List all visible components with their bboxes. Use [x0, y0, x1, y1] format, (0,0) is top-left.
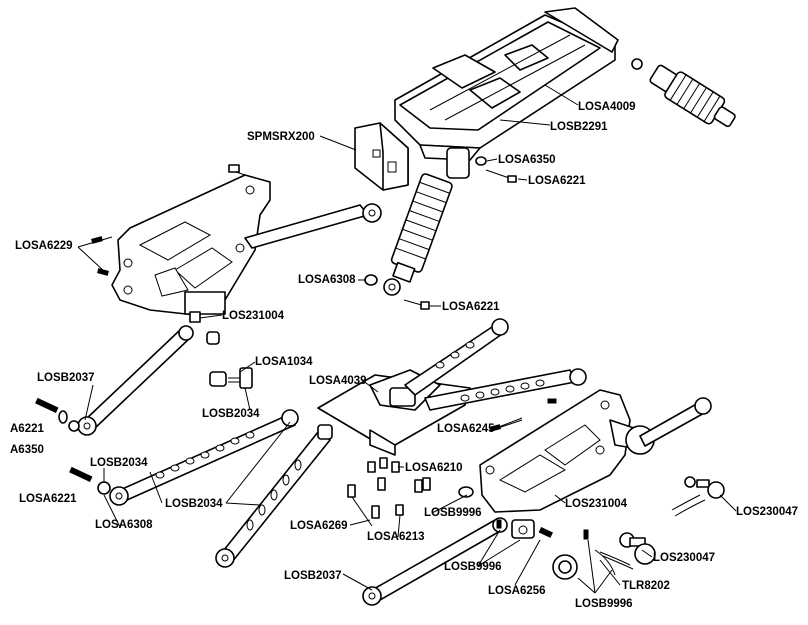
- left-shock-tower: [111, 164, 271, 323]
- receiver-box: [354, 122, 409, 191]
- label-losa6229: LOSA6229: [15, 240, 73, 252]
- label-losa6213: LOSA6213: [367, 531, 425, 543]
- rear-shock-right: [631, 58, 736, 128]
- left-hardware: [35, 397, 111, 495]
- label-losb2037-bottom: LOSB2037: [284, 570, 342, 582]
- label-spmsrx200: SPMSRX200: [247, 131, 315, 143]
- label-losa6221-mid: LOSA6221: [442, 301, 500, 313]
- leader-lines: [84, 84, 737, 594]
- label-los230047-b: LOS230047: [653, 552, 716, 564]
- upper-link-left: [244, 203, 382, 249]
- label-losa1034: LOSA1034: [255, 356, 313, 368]
- label-losa6308-mid: LOSA6308: [298, 274, 356, 286]
- left-plate-screws: [77, 236, 220, 345]
- top-hardware: [364, 156, 517, 310]
- center-shock: [383, 147, 470, 296]
- label-losa6350-left: A6350: [10, 444, 44, 456]
- upper-link-b2034: [109, 409, 299, 506]
- label-los231004-left: LOS231004: [222, 310, 285, 322]
- center-upper-link: [404, 318, 509, 396]
- hinge-pin-top: [671, 476, 725, 517]
- label-losb2034-c: LOSB2034: [165, 498, 223, 510]
- label-losb9996-b: LOSB9996: [444, 561, 502, 573]
- label-losa6256: LOSA6256: [488, 585, 546, 597]
- ball-stud: [209, 367, 253, 389]
- battery-tray: [394, 7, 619, 161]
- label-losa6245: LOSA6245: [437, 423, 495, 435]
- label-losb2291: LOSB2291: [550, 121, 608, 133]
- label-losb2034-b: LOSB2034: [90, 457, 148, 469]
- label-losa6308-bottom: LOSA6308: [95, 519, 153, 531]
- label-losa6221-top: LOSA6221: [528, 175, 586, 187]
- label-losa6221-bottom: LOSA6221: [19, 493, 77, 505]
- label-losa4039: LOSA4039: [309, 375, 367, 387]
- label-losb2037-left: LOSB2037: [37, 372, 95, 384]
- label-losa6221-left: A6221: [10, 423, 44, 435]
- label-losa6210: LOSA6210: [405, 462, 463, 474]
- label-los230047-a: LOS230047: [736, 506, 799, 518]
- label-losa4009: LOSA4009: [578, 101, 636, 113]
- label-los231004-right: LOS231004: [565, 498, 628, 510]
- label-losa6269: LOSA6269: [290, 520, 348, 532]
- long-rod-left: [77, 325, 194, 436]
- label-losb2034-a: LOSB2034: [202, 408, 260, 420]
- label-tlr8202: TLR8202: [622, 580, 670, 592]
- right-shock-tower: [479, 389, 655, 513]
- hinge-pin-bottom: [599, 532, 656, 570]
- bottom-right-hardware: [458, 486, 616, 580]
- label-losa6350-top: LOSA6350: [498, 154, 556, 166]
- label-losb9996-a: LOSB9996: [424, 507, 482, 519]
- center-right-link: [424, 368, 587, 411]
- upper-link-right: [639, 397, 712, 447]
- lower-link-b2034: [215, 424, 333, 568]
- label-losb9996-c: LOSB9996: [575, 598, 633, 610]
